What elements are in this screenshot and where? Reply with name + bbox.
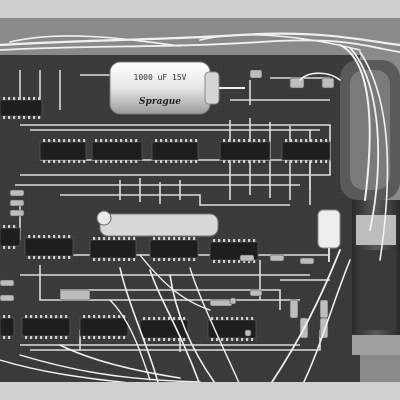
- capacitor-marking: 1000 uF 15V: [134, 73, 187, 82]
- ic-chip: [0, 225, 21, 249]
- capacitor-brand: Sprague: [139, 97, 181, 107]
- resistor: [249, 69, 263, 79]
- axial-tube: [96, 210, 219, 237]
- ic-chip: [91, 139, 143, 163]
- resistor: [0, 294, 15, 302]
- case-bottom-lip: [0, 382, 400, 400]
- resistor: [289, 299, 299, 319]
- resistor: [321, 77, 335, 89]
- resistor: [249, 289, 263, 297]
- ic-chip: [24, 235, 74, 259]
- ic-chip: [207, 317, 257, 341]
- resistor: [0, 279, 15, 287]
- resistor: [59, 289, 91, 301]
- resistor: [9, 199, 25, 207]
- ic-chip: [79, 315, 129, 339]
- resistor: [299, 257, 315, 265]
- ic-chip: [151, 139, 199, 163]
- resistor: [269, 254, 285, 262]
- ic-chip: [89, 237, 137, 261]
- resistor: [229, 297, 237, 305]
- small-capacitor: [317, 209, 341, 262]
- resistor: [319, 299, 329, 319]
- electrolytic-capacitor: 1000 uF 15V Sprague: [109, 61, 245, 115]
- wire-harness: [0, 32, 400, 391]
- ic-chip: [21, 315, 71, 339]
- ic-chip: [219, 139, 271, 163]
- ic-chip: [281, 139, 331, 163]
- resistor: [9, 209, 25, 217]
- resistor: [9, 189, 25, 197]
- resistor: [319, 317, 329, 339]
- ic-chip: [0, 97, 43, 119]
- resistor: [209, 299, 233, 307]
- ic-chip: [0, 315, 15, 339]
- resistor: [244, 329, 252, 337]
- ic-chip: [149, 237, 199, 261]
- small-components: [0, 69, 335, 339]
- ic-chips: [0, 97, 331, 341]
- resistor: [289, 77, 305, 89]
- resistor: [239, 254, 255, 262]
- ic-chip: [39, 139, 87, 163]
